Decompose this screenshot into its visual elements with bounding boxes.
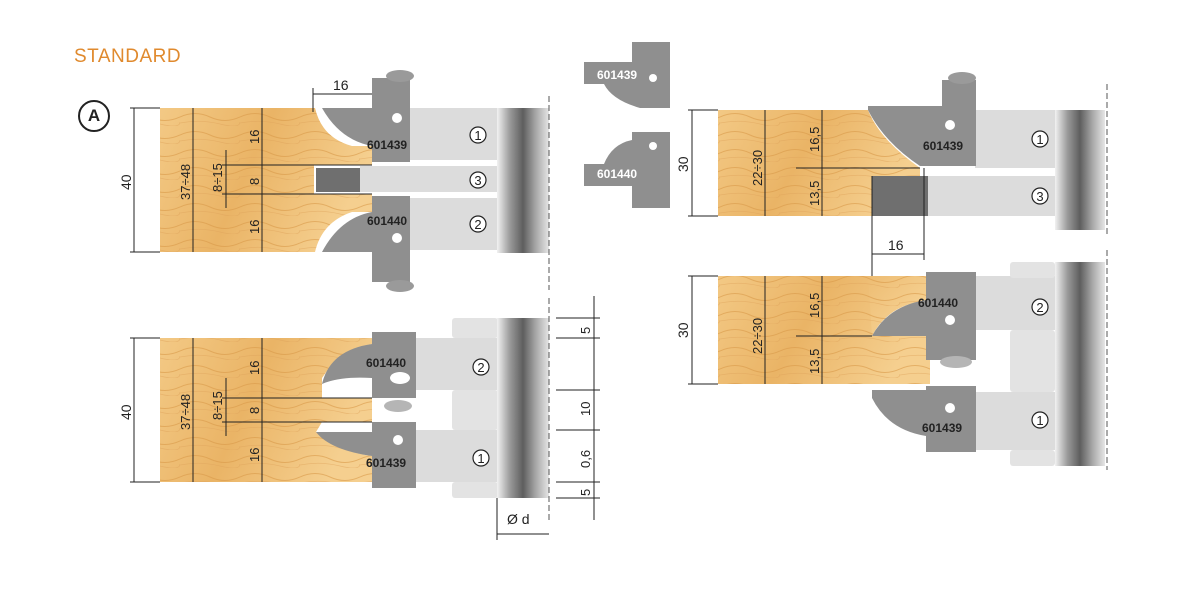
dim-label: 40 (118, 174, 134, 190)
dim-label: 13,5 (807, 349, 822, 374)
dim-label: 8 (247, 407, 262, 414)
knife-profile-601440: 601440 (584, 132, 670, 208)
screw-icon (945, 315, 955, 325)
dim-label: 13,5 (807, 181, 822, 206)
dim-label: 8 (247, 178, 262, 185)
section-title: STANDARD (74, 46, 182, 67)
cutter-number-1: 1 (472, 449, 490, 467)
dim-label: 37÷48 (178, 164, 193, 200)
dim-label: 10 (578, 402, 593, 416)
svg-text:3: 3 (1036, 189, 1043, 204)
cutter-hub (1055, 110, 1105, 230)
svg-text:1: 1 (477, 451, 484, 466)
cutter-number-2: 2 (472, 358, 490, 376)
dim-label: 16 (247, 130, 262, 144)
screw-icon (390, 372, 410, 384)
groove-knife (316, 168, 360, 192)
dim-label: 16,5 (807, 293, 822, 318)
dim-label: 16 (333, 77, 349, 93)
svg-text:2: 2 (1036, 300, 1043, 315)
dim-label: 16 (247, 220, 262, 234)
dim-label: 0,6 (578, 450, 593, 468)
svg-text:2: 2 (477, 360, 484, 375)
dim-label: 37÷48 (178, 394, 193, 430)
dim-label: 30 (675, 156, 691, 172)
spacer (452, 390, 498, 430)
bolt-head-icon (948, 72, 976, 84)
knife-601439 (872, 386, 976, 452)
cutter-hub (497, 318, 549, 498)
cutter-number-2: 2 (1031, 298, 1049, 316)
bore-diameter-label: Ø d (507, 511, 530, 527)
assembly-bottom-right: 601440 601439 2 1 30 22÷30 16,5 13,5 (675, 250, 1108, 470)
dim-label: 16 (888, 237, 904, 253)
spacer (452, 482, 498, 498)
screw-icon (945, 403, 955, 413)
bolt-head-icon (386, 280, 414, 292)
bolt-head-icon (386, 70, 414, 82)
svg-text:3: 3 (474, 173, 481, 188)
dim-label: 16,5 (807, 127, 822, 152)
assembly-top-left: 601439 601440 1 3 2 (118, 70, 550, 292)
dim-label: 16 (247, 448, 262, 462)
knife-601439 (322, 78, 410, 162)
knife-601440 (872, 272, 976, 360)
cutter-number-2: 2 (469, 215, 487, 233)
dim-label: 8÷15 (210, 163, 225, 192)
spacer (1010, 450, 1055, 466)
dim-label: 30 (675, 322, 691, 338)
screw-icon (945, 120, 955, 130)
workpiece-wood (718, 276, 930, 384)
knife-profile-601439: 601439 (584, 42, 670, 108)
knife-code-label: 601439 (923, 139, 963, 153)
svg-text:2: 2 (474, 217, 481, 232)
cutter-number-1: 1 (1031, 411, 1049, 429)
assembly-top-right: 601439 1 3 30 22÷30 16,5 13, (675, 72, 1108, 320)
knife-code-label: 601439 (367, 138, 407, 152)
dim-label: 16 (247, 361, 262, 375)
dim-label: 22÷30 (750, 318, 765, 354)
knife-601439 (316, 422, 416, 488)
assembly-bottom-left: 601440 601439 2 1 (118, 296, 600, 540)
svg-text:1: 1 (1036, 413, 1043, 428)
knife-code-label: 601439 (922, 421, 962, 435)
bolt-head-icon (940, 356, 972, 368)
cutter-number-1: 1 (1031, 130, 1049, 148)
screw-icon (392, 113, 402, 123)
dim-label: 5 (578, 327, 593, 334)
workpiece-wood (160, 108, 372, 252)
dim-label: 5 (578, 489, 593, 496)
knife-code-label: 601440 (918, 296, 958, 310)
svg-text:1: 1 (474, 128, 481, 143)
knife-code-label: 601440 (366, 356, 406, 370)
bolt-head-icon (384, 400, 412, 412)
knife-601440 (322, 196, 410, 282)
spacer (1010, 330, 1055, 392)
svg-text:601439: 601439 (597, 68, 637, 82)
dim-label: 40 (118, 404, 134, 420)
variant-badge: A (78, 100, 110, 132)
knife-code-label: 601439 (366, 456, 406, 470)
svg-text:601440: 601440 (597, 167, 637, 181)
spacer (452, 318, 498, 338)
screw-icon (392, 233, 402, 243)
cutter-number-3: 3 (469, 171, 487, 189)
cutter-number-3: 3 (1031, 187, 1049, 205)
groove-knife (872, 176, 928, 216)
screw-icon (393, 435, 403, 445)
workpiece-wood (160, 338, 372, 482)
cutter-hub (1055, 262, 1105, 466)
dim-label: 8÷15 (210, 391, 225, 420)
svg-text:1: 1 (1036, 132, 1043, 147)
knife-601439 (868, 80, 976, 166)
knife-code-label: 601440 (367, 214, 407, 228)
cutter-number-1: 1 (469, 126, 487, 144)
workpiece-wood (718, 110, 920, 216)
spacer (1010, 262, 1055, 278)
dim-label: 22÷30 (750, 150, 765, 186)
cutter-hub (497, 108, 549, 253)
